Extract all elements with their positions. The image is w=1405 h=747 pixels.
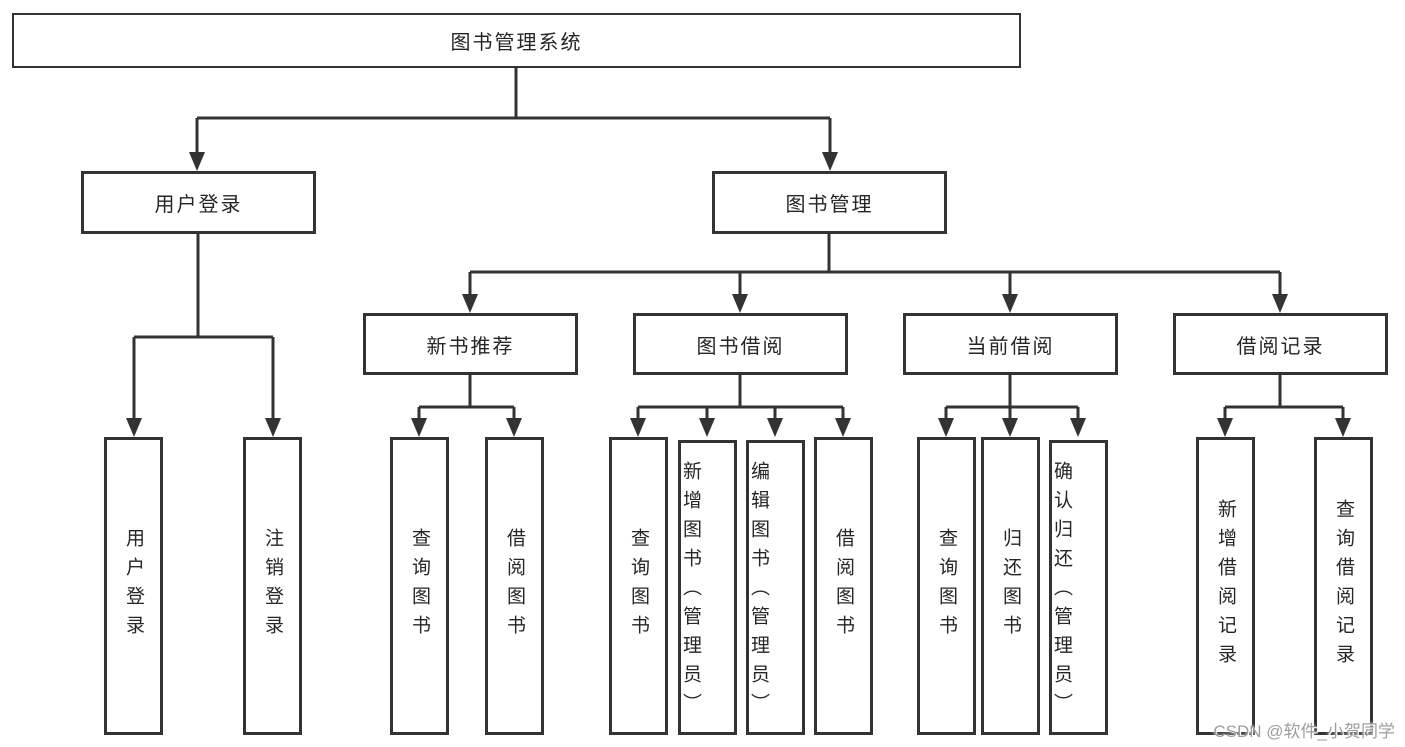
csdn-watermark: CSDN @软件_小贺同学 — [1213, 722, 1395, 741]
leaf-query-borrow-record: 查询借阅记录 — [1314, 437, 1373, 735]
node-label: 当前借阅 — [966, 335, 1055, 358]
leaf-borrow-books-borrowing: 借阅图书 — [814, 437, 873, 735]
leaf-query-books-borrowing: 查询图书 — [609, 437, 668, 735]
leaf-edit-books-admin: 编辑图书（管理员） — [746, 440, 805, 735]
node-book-borrowing: 图书借阅 — [633, 313, 848, 375]
leaf-logout-login: 注销登录 — [243, 437, 302, 735]
leaf-label: 查询图书 — [936, 528, 957, 644]
leaf-label: 确认归还（管理员） — [1051, 461, 1072, 722]
leaf-return-books: 归还图书 — [981, 437, 1040, 735]
leaf-add-books-admin: 新增图书（管理员） — [678, 440, 737, 735]
node-label: 图书借阅 — [696, 335, 785, 358]
leaf-label: 用户登录 — [123, 528, 144, 644]
node-label: 新书推荐 — [426, 335, 515, 358]
leaf-label: 编辑图书（管理员） — [748, 461, 769, 722]
leaf-label: 注销登录 — [262, 528, 283, 644]
leaf-label: 查询图书 — [409, 528, 430, 644]
leaf-label: 查询借阅记录 — [1333, 499, 1354, 673]
leaf-confirm-return-admin: 确认归还（管理员） — [1049, 440, 1108, 735]
leaf-add-borrow-record: 新增借阅记录 — [1196, 437, 1255, 735]
node-label: 用户登录 — [154, 194, 243, 216]
node-label: 借阅记录 — [1236, 335, 1325, 358]
leaf-label: 新增图书（管理员） — [680, 461, 701, 722]
leaf-borrow-books-recommend: 借阅图书 — [485, 437, 544, 735]
leaf-label: 借阅图书 — [833, 528, 854, 644]
leaf-query-books-current: 查询图书 — [917, 437, 976, 735]
leaf-label: 借阅图书 — [504, 528, 525, 644]
leaf-query-books-recommend: 查询图书 — [390, 437, 449, 735]
leaf-label: 归还图书 — [1000, 528, 1021, 644]
node-borrowing-records: 借阅记录 — [1173, 313, 1388, 375]
leaf-label: 新增借阅记录 — [1215, 499, 1236, 673]
node-label: 图书管理系统 — [450, 32, 583, 54]
leaf-label: 查询图书 — [628, 528, 649, 644]
node-current-borrowing: 当前借阅 — [903, 313, 1118, 375]
node-user-login: 用户登录 — [81, 171, 316, 234]
node-new-book-recommend: 新书推荐 — [363, 313, 578, 375]
node-book-management-system: 图书管理系统 — [12, 13, 1021, 68]
leaf-user-login: 用户登录 — [104, 437, 163, 735]
node-book-management: 图书管理 — [712, 171, 947, 234]
node-label: 图书管理 — [785, 194, 874, 216]
